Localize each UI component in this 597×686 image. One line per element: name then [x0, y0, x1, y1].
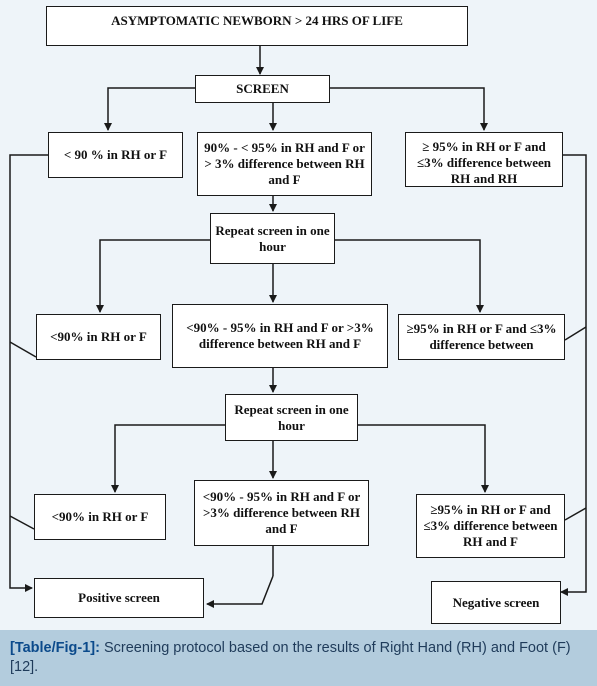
line-low3-to-bus [9, 515, 35, 530]
repeat-screen-1-box: Repeat screen in one hour [210, 213, 335, 264]
arrow-low1-to-positive [9, 154, 48, 592]
first-mid-text: 90% - < 95% in RH and F or > 3% differen… [204, 140, 365, 187]
title-box: ASYMPTOMATIC NEWBORN > 24 HRS OF LIFE [46, 6, 468, 46]
positive-screen-text: Positive screen [78, 590, 160, 605]
arrow-high1-to-negative [560, 154, 587, 596]
arrow-mid3-to-positive-head [206, 575, 274, 608]
screen-box: SCREEN [195, 75, 330, 103]
first-high-box: ≥ 95% in RH or F and ≤3% difference betw… [405, 132, 563, 187]
third-mid-box: <90% - 95% in RH and F or >3% difference… [194, 480, 369, 546]
second-low-text: <90% in RH or F [50, 329, 147, 344]
connector-lines [9, 45, 587, 608]
repeat-screen-2-box: Repeat screen in one hour [225, 394, 358, 441]
second-high-text: ≥95% in RH or F and ≤3% difference betwe… [406, 321, 557, 352]
third-high-text: ≥95% in RH or F and ≤3% difference betwe… [423, 502, 558, 549]
second-mid-text: <90% - 95% in RH and F or >3% difference… [186, 320, 374, 351]
figure-caption: [Table/Fig-1]: Screening protocol based … [0, 630, 597, 686]
third-high-box: ≥95% in RH or F and ≤3% difference betwe… [416, 494, 565, 558]
arrow-screen-to-low-1 [104, 87, 195, 131]
arrow-repeat2-to-low-3 [111, 424, 225, 493]
arrow-repeat2-to-high-3 [358, 424, 489, 493]
title-text: ASYMPTOMATIC NEWBORN > 24 HRS OF LIFE [111, 13, 403, 28]
caption-text: Screening protocol based on the results … [10, 640, 571, 675]
third-low-text: <90% in RH or F [51, 509, 149, 524]
first-mid-box: 90% - < 95% in RH and F or > 3% differen… [197, 132, 372, 196]
line-low2-to-bus [9, 341, 37, 358]
first-low-box: < 90 % in RH or F [48, 132, 183, 178]
second-low-box: <90% in RH or F [36, 314, 161, 360]
third-mid-text: <90% - 95% in RH and F or >3% difference… [202, 489, 361, 536]
positive-screen-box: Positive screen [34, 578, 204, 618]
first-low-text: < 90 % in RH or F [63, 147, 168, 162]
line-high3-to-bus [564, 507, 587, 521]
first-high-text: ≥ 95% in RH or F and ≤3% difference betw… [417, 139, 551, 186]
second-mid-box: <90% - 95% in RH and F or >3% difference… [172, 304, 388, 368]
repeat-screen-1-text: Repeat screen in one hour [215, 222, 330, 254]
caption-label: [Table/Fig-1]: [10, 640, 100, 656]
arrow-repeat1-to-high-2 [335, 239, 484, 313]
negative-screen-box: Negative screen [431, 581, 561, 624]
repeat-screen-2-text: Repeat screen in one hour [234, 401, 349, 433]
second-high-box: ≥95% in RH or F and ≤3% difference betwe… [398, 314, 565, 360]
third-low-box: <90% in RH or F [34, 494, 166, 540]
screen-text: SCREEN [236, 81, 289, 96]
arrow-repeat1-to-low-2 [96, 239, 210, 313]
arrow-screen-to-high-1 [330, 87, 488, 131]
line-high2-to-bus [564, 326, 587, 341]
negative-screen-text: Negative screen [452, 594, 540, 610]
